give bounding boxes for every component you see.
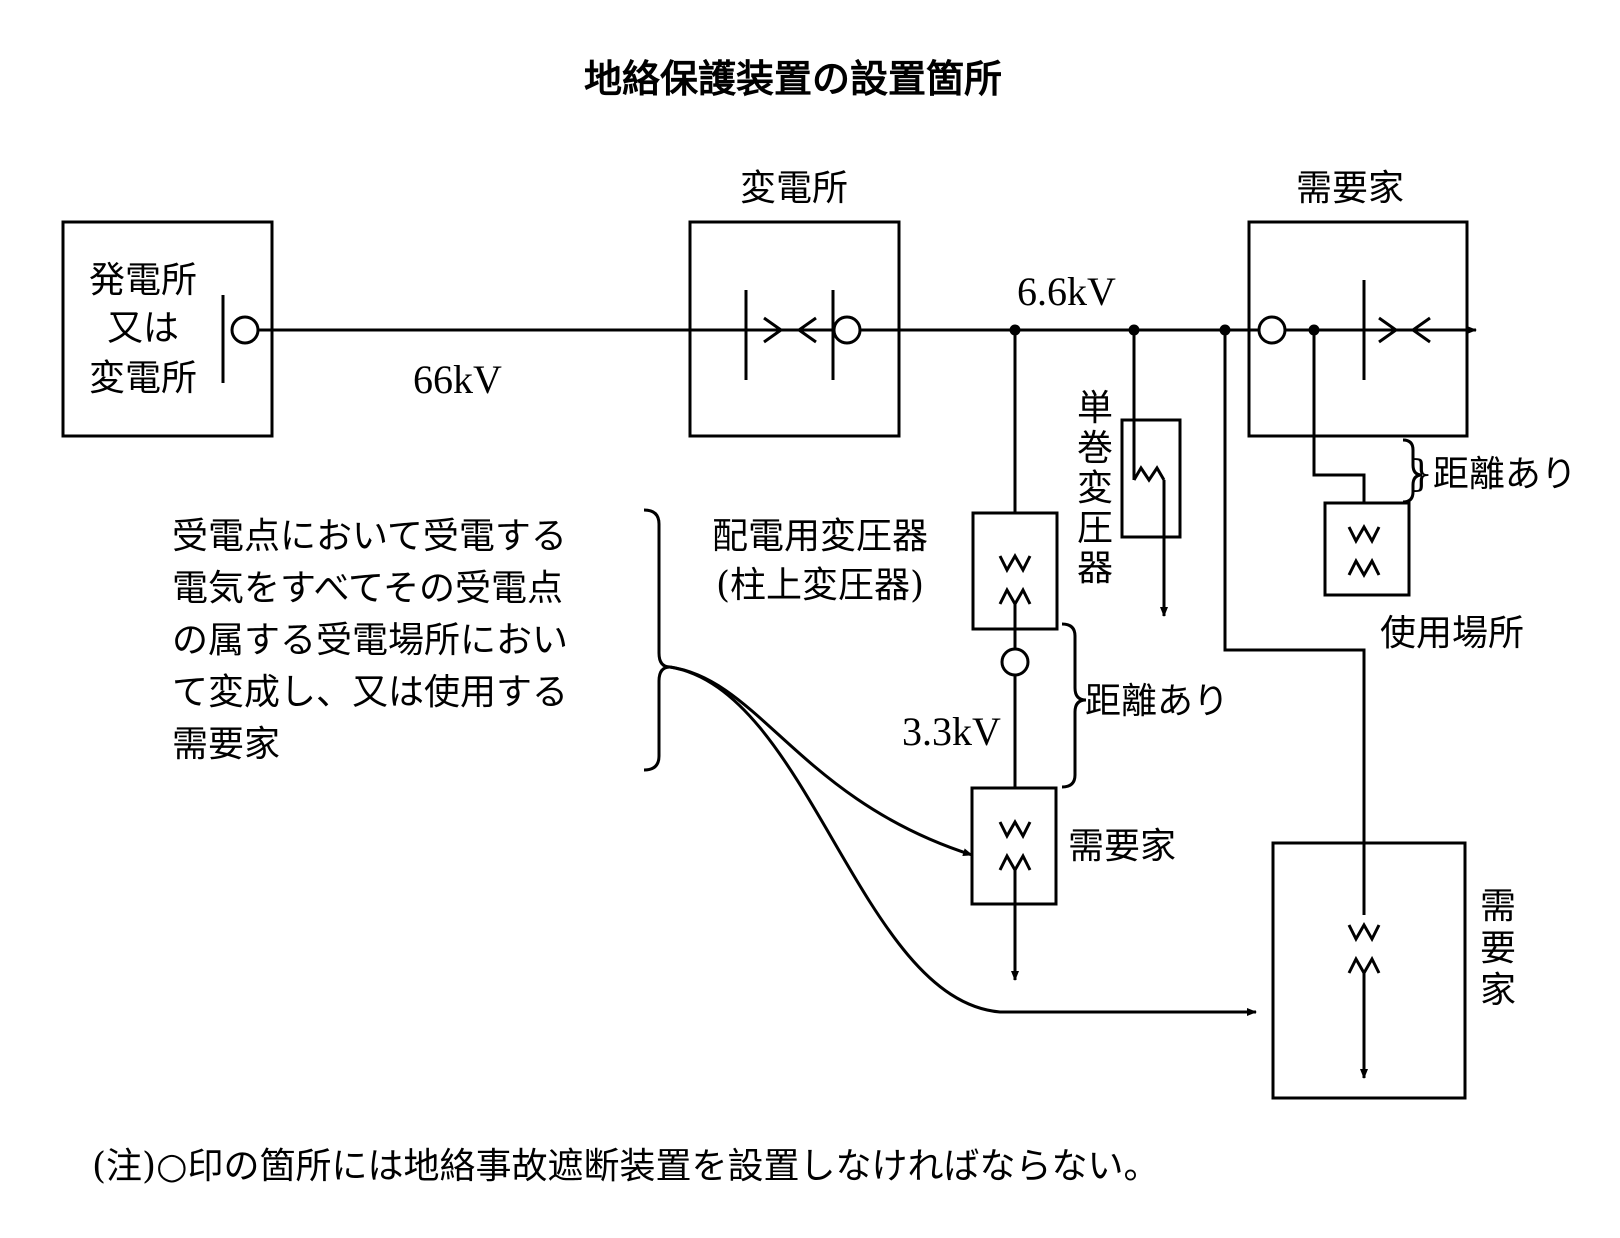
definition-line-4: て変成し、又は使用する: [172, 672, 568, 713]
pole-transformer-label-1: 配電用変圧器: [712, 516, 928, 557]
customer-right-secondary: [1347, 955, 1381, 977]
use-place-transformer-box: [1323, 501, 1411, 597]
definition-line-5: 需要家: [172, 724, 280, 765]
definition-line-1: 受電点において受電する: [172, 516, 567, 557]
breaker-substation: [832, 315, 862, 345]
autotransformer-box: [1120, 418, 1182, 539]
use-place-primary: [1347, 523, 1381, 545]
voltage-3-3kv-label: 3.3kV: [902, 709, 1001, 754]
breaker-customer-top: [1257, 315, 1287, 345]
place-of-use-label: 使用場所: [1380, 613, 1524, 654]
plant-label-1: 発電所: [89, 260, 197, 301]
definition-line-3: の属する受電場所におい: [172, 620, 568, 661]
footnote: (注)○印の箇所には地絡事故遮断装置を設置しなければならない。: [92, 1146, 1160, 1187]
voltage-66kv-label: 66kV: [413, 357, 502, 402]
pole-transformer-label-2: (柱上変圧器): [716, 565, 924, 606]
autotransformer-label-3: 変: [1077, 468, 1113, 509]
definition-line-2: 電気をすべてその受電点: [172, 568, 563, 609]
customer-mid-primary: [998, 818, 1032, 840]
junction-customer-right: [1219, 324, 1231, 336]
customer-right-label-3: 家: [1480, 970, 1516, 1011]
customer-top-chevron-left: [1378, 316, 1399, 344]
junction-pole-transformer: [1009, 324, 1021, 336]
distance-brace-top: [1402, 438, 1423, 504]
voltage-6-6kv-label: 6.6kV: [1017, 269, 1116, 314]
pole-transformer-secondary: [998, 586, 1032, 608]
pole-transformer-primary: [998, 552, 1032, 574]
junction-autotransformer: [1128, 324, 1140, 336]
junction-use-place: [1308, 324, 1320, 336]
use-place-secondary: [1347, 557, 1381, 579]
customer-top-label: 需要家: [1296, 168, 1404, 209]
distance-brace-mid: [1061, 622, 1087, 789]
autotransformer-label-2: 巻: [1077, 428, 1113, 469]
definition-arrow-right: [669, 665, 1257, 1016]
definition-brace: [643, 508, 671, 772]
distance-label-top: }距離あり: [1410, 454, 1577, 495]
substation-chevron-right: [796, 316, 817, 344]
customer-right-box: [1271, 841, 1467, 1100]
customer-right-primary: [1347, 921, 1381, 943]
diagram-title: 地絡保護装置の設置箇所: [584, 57, 1002, 101]
plant-label-2: 又は: [107, 308, 179, 349]
customer-right-label-1: 需: [1480, 886, 1516, 927]
plant-label-3: 変電所: [89, 358, 197, 399]
customer-mid-label: 需要家: [1068, 826, 1176, 867]
branch-customer-right: [1223, 330, 1366, 915]
customer-mid-secondary: [998, 852, 1032, 874]
branch-use-place: [1312, 330, 1366, 503]
autotransformer-coil: [1132, 465, 1166, 483]
breaker-3-3kv: [1000, 647, 1030, 677]
substation-chevron-left: [763, 316, 784, 344]
substation-label: 変電所: [740, 168, 848, 209]
breaker-plant: [230, 315, 260, 345]
customer-top-chevron-right: [1410, 316, 1431, 344]
autotransformer-label-1: 単: [1077, 388, 1113, 429]
distance-label-mid: 距離あり: [1085, 681, 1229, 722]
autotransformer-label-4: 圧: [1077, 508, 1113, 549]
definition-arrow-mid: [669, 665, 973, 857]
customer-right-label-2: 要: [1480, 928, 1516, 969]
autotransformer-label-5: 器: [1077, 548, 1113, 589]
